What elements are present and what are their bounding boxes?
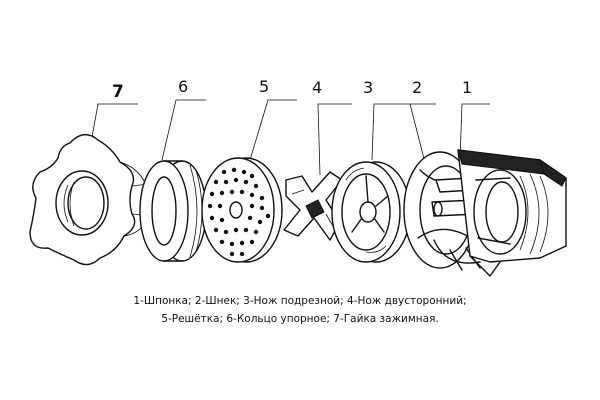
label-5: 5 <box>259 77 269 96</box>
clamping-nut-part-7 <box>29 134 151 266</box>
grate-part-5 <box>201 157 283 263</box>
double-knife-part-4 <box>283 171 343 241</box>
label-2: 2 <box>412 78 422 97</box>
caption-line-1: 1-Шпонка; 2-Шнек; 3-Нож подрезной; 4-Нож… <box>133 295 467 307</box>
leader-lines <box>91 99 490 191</box>
label-6: 6 <box>178 77 188 96</box>
label-3: 3 <box>363 78 373 97</box>
housing-part-1 <box>457 149 567 277</box>
label-4: 4 <box>312 78 322 97</box>
label-7: 7 <box>112 82 124 102</box>
thrust-ring-part-6 <box>139 160 207 262</box>
caption-line-2: 5-Решётка; 6-Кольцо упорное; 7-Гайка заж… <box>161 313 439 325</box>
label-1: 1 <box>462 78 472 97</box>
trim-knife-part-3 <box>331 161 411 263</box>
